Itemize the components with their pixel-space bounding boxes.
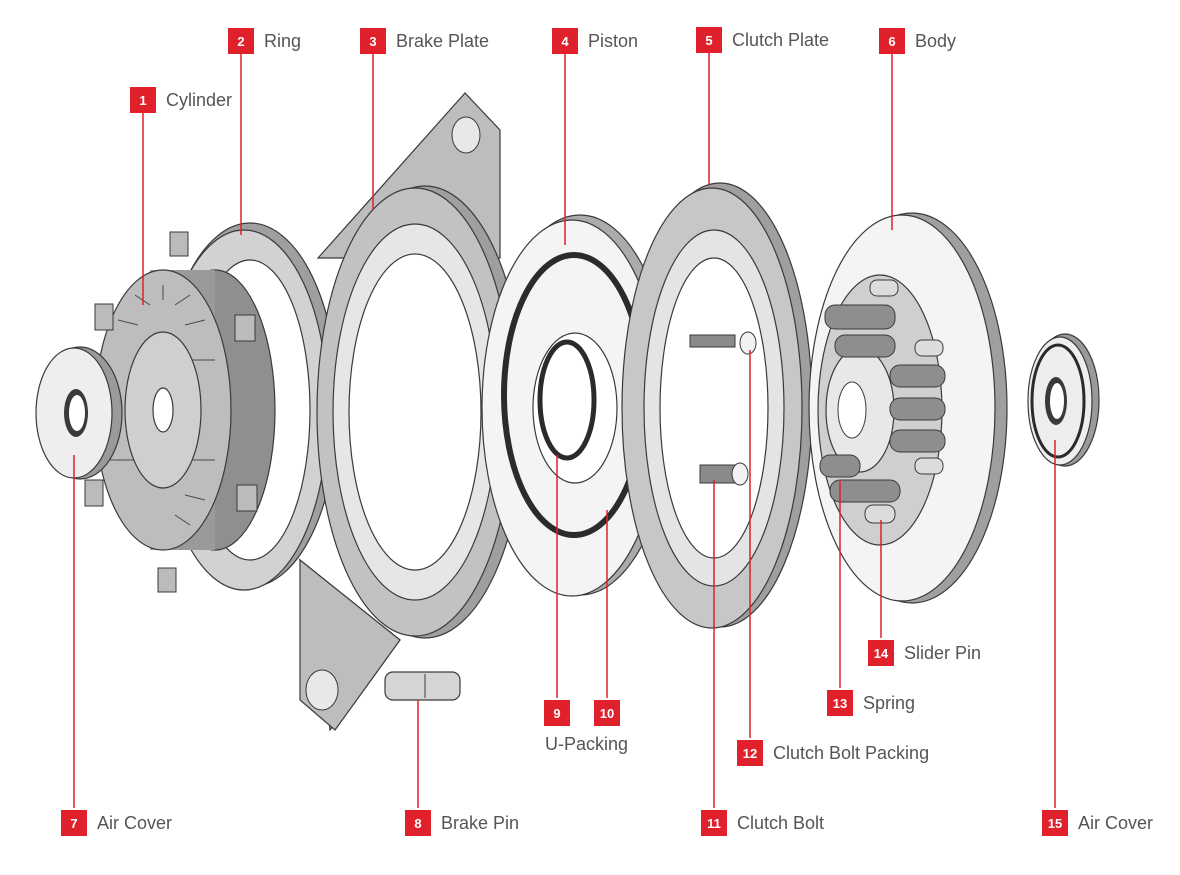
callout-12: 12 Clutch Bolt Packing — [737, 740, 929, 766]
clutch-bolt-part — [689, 334, 736, 484]
callout-label: Spring — [863, 692, 916, 713]
leader-lines — [73, 53, 1056, 808]
callout-badge: 5 — [696, 27, 722, 53]
callout-15: 15 Air Cover — [1042, 810, 1153, 836]
callout-4: 4 Piston — [552, 28, 638, 54]
callout-badge: 9 — [544, 700, 570, 726]
callout-badge: 6 — [879, 28, 905, 54]
callout-13: 13 Spring — [827, 690, 915, 716]
callout-badge: 7 — [61, 810, 87, 836]
callout-1: 1 Cylinder — [130, 87, 232, 113]
callout-label: Ring — [264, 30, 302, 51]
callout-label: Body — [915, 30, 957, 51]
callout-badge: 11 — [701, 810, 727, 836]
callout-label: Clutch Bolt Packing — [773, 742, 930, 763]
clutch-bolt-packing-part — [731, 331, 757, 486]
u-packing-inner-part — [537, 339, 597, 461]
air-cover-left-part — [35, 346, 123, 480]
cylinder-part — [84, 231, 276, 593]
callout-11: 11 Clutch Bolt — [701, 810, 824, 836]
callout-badge: 8 — [405, 810, 431, 836]
callout-label: Clutch Plate — [732, 29, 830, 50]
slider-pin-part — [864, 279, 944, 524]
brake-pin-part — [384, 671, 461, 701]
callout-label: Cylinder — [166, 89, 233, 110]
callout-9: 9 — [544, 700, 570, 726]
callout-badge: 14 — [868, 640, 894, 666]
callout-label: Slider Pin — [904, 642, 982, 663]
callout-7: 7 Air Cover — [61, 810, 172, 836]
callout-badge: 10 — [594, 700, 620, 726]
callout-badge: 3 — [360, 28, 386, 54]
u-packing-label: U-Packing — [545, 734, 629, 754]
callout-badge: 4 — [552, 28, 578, 54]
callout-3: 3 Brake Plate — [360, 28, 489, 54]
callout-label: Brake Plate — [396, 30, 490, 51]
callout-badge: 13 — [827, 690, 853, 716]
callout-label: Air Cover — [1078, 812, 1154, 833]
brake-plate-part — [298, 92, 526, 732]
callout-badge: 12 — [737, 740, 763, 766]
callout-badge: 2 — [228, 28, 254, 54]
callout-badge: 15 — [1042, 810, 1068, 836]
callout-14: 14 Slider Pin — [868, 640, 981, 666]
callout-10: 10 — [594, 700, 620, 726]
spring-part — [819, 304, 946, 503]
clutch-plate-part — [621, 182, 813, 629]
callout-label: Air Cover — [97, 812, 173, 833]
air-cover-right-part — [1027, 333, 1100, 467]
callout-badge: 1 — [130, 87, 156, 113]
callout-8: 8 Brake Pin — [405, 810, 519, 836]
callout-label: Brake Pin — [441, 812, 520, 833]
callout-2: 2 Ring — [228, 28, 301, 54]
callout-5: 5 Clutch Plate — [696, 27, 829, 53]
callout-label: Clutch Bolt — [737, 812, 825, 833]
callout-label: Piston — [588, 30, 639, 51]
callout-6: 6 Body — [879, 28, 956, 54]
